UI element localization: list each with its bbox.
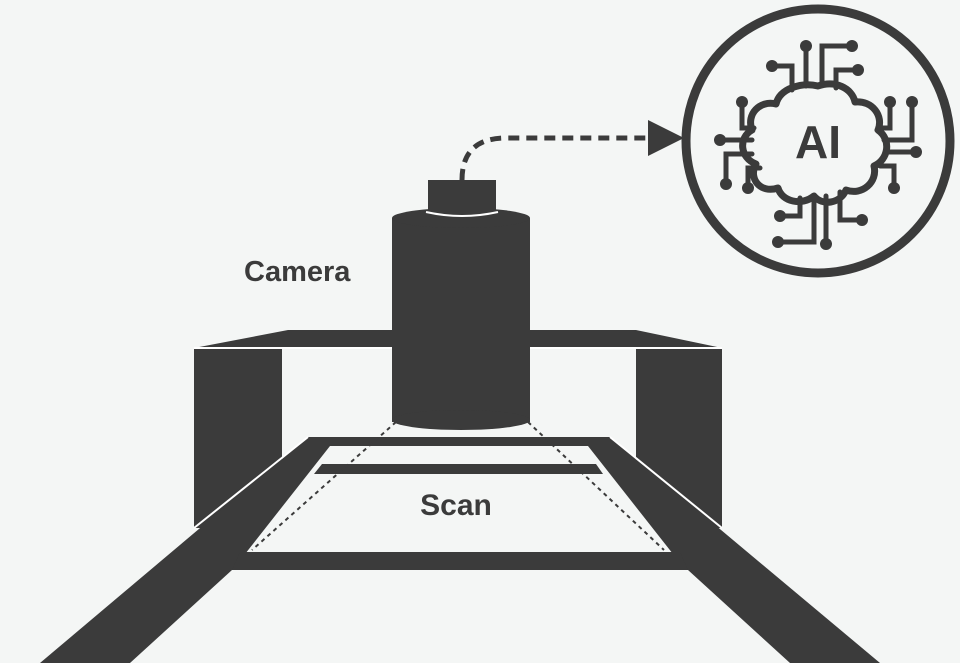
table-edge-right bbox=[609, 436, 723, 529]
scan-table bbox=[40, 436, 880, 663]
circuit-lines bbox=[719, 43, 917, 245]
arrow-head bbox=[648, 120, 684, 156]
table-inner-area bbox=[234, 446, 684, 568]
circuit-dots bbox=[714, 40, 922, 250]
ai-label: AI bbox=[795, 116, 841, 168]
camera-top-box-edge bbox=[425, 211, 499, 217]
dashed-arrow bbox=[459, 120, 684, 181]
scan-cone bbox=[251, 421, 665, 551]
table-cross-bar-bottom bbox=[232, 552, 688, 570]
scan-cone-right bbox=[527, 421, 665, 551]
ai-circle-outline bbox=[681, 4, 955, 278]
camera bbox=[392, 180, 530, 430]
scan-cone-left bbox=[251, 421, 397, 551]
camera-label: Camera bbox=[244, 256, 351, 288]
table-floor bbox=[130, 570, 790, 663]
dashed-arrow-path bbox=[459, 135, 652, 181]
camera-top-box bbox=[428, 180, 496, 215]
ai-brain-circuit-icon: AI bbox=[681, 4, 955, 278]
camera-body-bottom bbox=[392, 410, 530, 430]
table-edge-left bbox=[193, 436, 309, 529]
camera-body bbox=[392, 218, 530, 422]
scan-label: Scan bbox=[420, 489, 492, 522]
table-cross-bar-top bbox=[314, 464, 603, 474]
